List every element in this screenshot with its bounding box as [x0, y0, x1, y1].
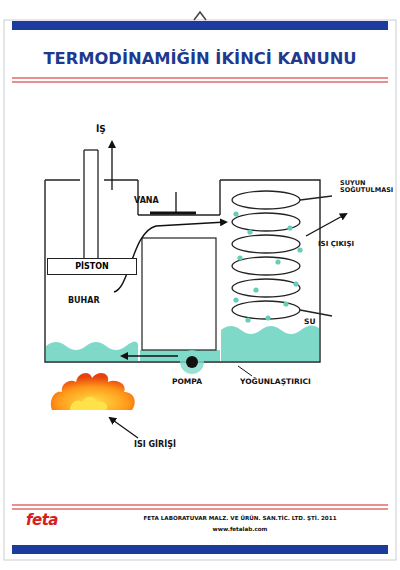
website: www.fetalab.com: [90, 526, 390, 532]
condenser-wall: [219, 180, 220, 215]
poster-title: TERMODİNAMİĞİN İKİNCİ KANUNU: [0, 50, 400, 69]
red-rule: [12, 504, 388, 505]
piston-rod: [83, 150, 84, 258]
droplet: [287, 225, 292, 230]
flame-core: [70, 397, 107, 410]
condenser-coil: [232, 191, 332, 323]
red-rule: [12, 81, 388, 82]
coil-loop: [232, 213, 300, 231]
condenser-label: YOĞUNLAŞTIRICI: [240, 378, 311, 387]
flame: [51, 373, 135, 410]
coil-pipe: [300, 196, 332, 200]
piston: PİSTON: [47, 258, 137, 275]
heat-in-arrow: [110, 418, 138, 438]
coil-loop: [232, 191, 300, 209]
coil-pipe: [300, 310, 332, 316]
droplet: [297, 247, 302, 252]
coil-loop: [232, 301, 300, 319]
logo: feta: [26, 512, 58, 529]
top-bar: [12, 21, 388, 30]
piston-rod: [84, 149, 98, 150]
work-label: İŞ: [96, 124, 106, 134]
cylinder-top: [45, 179, 80, 180]
droplet: [283, 301, 288, 306]
pipe-chamber: [142, 238, 216, 350]
heat-out-arrow: [306, 214, 346, 236]
droplet: [265, 315, 270, 320]
droplet: [293, 281, 298, 286]
leader-line: [238, 366, 252, 376]
valve-plate: [150, 212, 196, 215]
droplet: [237, 255, 242, 260]
work-arrow: [111, 142, 112, 190]
cooling-label: SUYUN SOĞUTULMASI: [340, 180, 396, 195]
coil-loop: [232, 235, 300, 253]
droplet: [233, 297, 238, 302]
coil-loop: [232, 257, 300, 275]
vessel-outline: [45, 180, 320, 362]
piston-rod: [97, 150, 98, 258]
piston-label: PİSTON: [75, 262, 109, 271]
heat-in-label: ISI GİRİŞİ: [134, 440, 176, 449]
valve-label: VANA: [134, 196, 159, 205]
coil-loop: [232, 279, 300, 297]
hanger: [194, 12, 206, 20]
pump-halo: [180, 350, 204, 374]
water: [221, 325, 319, 361]
water-arrow: [122, 355, 178, 356]
heat-out-label: ISI ÇIKIŞI: [318, 240, 354, 248]
pump: [186, 356, 198, 368]
red-rule: [12, 77, 388, 78]
steam-label: BUHAR: [68, 296, 100, 305]
valve-stem: [175, 192, 176, 213]
pump-label: POMPA: [172, 378, 202, 387]
droplet: [233, 211, 238, 216]
droplet: [275, 259, 280, 264]
poster-frame: [4, 20, 396, 560]
droplet: [245, 317, 250, 322]
droplet: [247, 229, 252, 234]
company-name: FETA LABORATUVAR MALZ. VE ÜRÜN. SAN.TİC.…: [90, 515, 390, 521]
bottom-bar: [12, 545, 388, 554]
red-rule: [12, 508, 388, 509]
steam-arrow: [114, 222, 226, 292]
droplet: [253, 287, 258, 292]
water: [46, 341, 138, 361]
cylinder-top: [104, 179, 138, 180]
water-label: SU: [304, 318, 316, 327]
chamber-top: [138, 214, 220, 215]
